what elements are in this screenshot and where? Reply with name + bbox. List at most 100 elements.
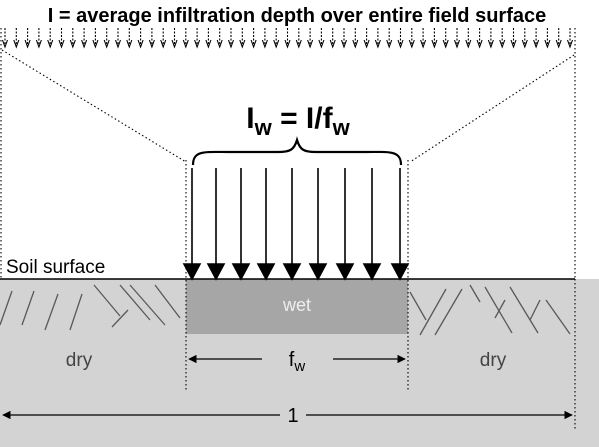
small-arrow-head xyxy=(465,39,472,49)
small-arrow-head xyxy=(137,39,144,49)
small-arrow-head xyxy=(227,39,235,49)
soil-surface-label: Soil surface xyxy=(6,257,105,278)
big-arrow-head xyxy=(390,263,410,281)
small-arrow-head xyxy=(239,39,246,49)
dry-right-label: dry xyxy=(480,350,507,371)
small-arrow-head xyxy=(205,39,212,49)
small-arrow-head xyxy=(453,39,461,49)
fw-label: fw xyxy=(289,349,306,375)
small-arrow-head xyxy=(103,39,110,49)
small-arrow-head xyxy=(182,39,189,49)
small-arrow-head xyxy=(318,39,325,49)
hatch-line xyxy=(419,288,447,336)
hatch-line xyxy=(119,284,151,321)
small-arrow-head xyxy=(499,39,506,49)
small-arrow-head xyxy=(160,39,167,49)
wet-label: wet xyxy=(282,295,311,315)
small-arrow-head xyxy=(261,39,268,49)
hatch-line xyxy=(494,299,506,319)
small-arrow-head xyxy=(408,39,415,49)
big-arrow-head xyxy=(256,263,276,281)
small-arrow-head xyxy=(273,39,280,49)
small-arrow-head xyxy=(544,39,551,49)
fw-label-main: f xyxy=(289,349,295,371)
hatch-line xyxy=(509,286,539,334)
small-arrow-head xyxy=(521,39,528,49)
field-boundaries xyxy=(0,28,576,430)
width-label: 1 xyxy=(287,405,298,427)
dry-left-label: dry xyxy=(66,350,93,371)
big-arrow-head xyxy=(231,263,251,281)
small-arrow-head xyxy=(216,39,223,49)
small-arrow-head xyxy=(35,39,42,49)
fw-label-sub: w xyxy=(293,358,305,375)
formula: Iw = I/fw xyxy=(246,102,350,140)
right-funnel-line xyxy=(409,54,575,163)
hatch-line xyxy=(93,284,121,317)
formula-lhs-sub: w xyxy=(254,115,273,140)
concentrated-arrow-row xyxy=(182,168,410,281)
hatch-line xyxy=(129,284,166,326)
big-arrow-head xyxy=(308,263,328,281)
formula-middle: = I/f xyxy=(272,102,334,135)
small-arrow-head xyxy=(510,39,517,49)
wet-zone xyxy=(186,279,408,334)
hatch-line xyxy=(409,291,427,321)
small-arrow-head xyxy=(374,39,381,49)
formula-rhs-sub: w xyxy=(332,115,351,140)
small-arrow-head xyxy=(420,39,427,49)
top-arrow-row xyxy=(1,28,574,49)
small-arrow-head xyxy=(487,39,494,49)
hatch-line xyxy=(21,290,35,326)
hatch-right xyxy=(409,284,571,336)
big-arrow-head xyxy=(362,263,382,281)
small-arrow-head xyxy=(1,39,9,49)
hatch-line xyxy=(44,293,59,331)
small-arrow-head xyxy=(24,39,31,49)
small-arrow-head xyxy=(295,39,302,49)
hatch-line xyxy=(529,299,541,321)
small-arrow-head xyxy=(352,39,359,49)
hatch-line xyxy=(69,293,83,331)
small-arrow-head xyxy=(126,39,133,49)
small-arrow-head xyxy=(69,39,76,49)
small-arrow-head xyxy=(566,39,574,49)
small-arrow-head xyxy=(363,39,370,49)
small-arrow-head xyxy=(250,39,257,49)
curly-brace xyxy=(191,136,403,166)
small-arrow-head xyxy=(533,39,540,49)
small-arrow-head xyxy=(47,39,54,49)
small-arrow-head xyxy=(92,39,99,49)
hatch-line xyxy=(154,284,181,319)
small-arrow-head xyxy=(442,39,449,49)
formula-lhs: I xyxy=(246,102,254,135)
small-arrow-head xyxy=(397,39,404,49)
small-arrow-head xyxy=(81,39,88,49)
small-arrow-head xyxy=(194,39,201,49)
hatch-line xyxy=(484,286,513,334)
left-funnel-line xyxy=(1,49,187,163)
small-arrow-head xyxy=(340,39,348,49)
small-arrow-head xyxy=(284,39,291,49)
small-arrow-head xyxy=(476,39,483,49)
small-arrow-head xyxy=(307,39,314,49)
big-arrow-head xyxy=(206,263,226,281)
hatch-line xyxy=(545,299,571,335)
hatch-left xyxy=(0,284,181,331)
small-arrow-head xyxy=(13,39,20,49)
small-arrow-head xyxy=(171,39,178,49)
top-label: I = average infiltration depth over enti… xyxy=(48,5,546,27)
hatch-line xyxy=(111,309,129,328)
big-arrow-head xyxy=(282,263,302,281)
hatch-line xyxy=(434,288,463,336)
small-arrow-head xyxy=(58,39,65,49)
small-arrow-head xyxy=(148,39,155,49)
big-arrow-head xyxy=(182,263,202,281)
small-arrow-head xyxy=(114,39,122,49)
small-arrow-head xyxy=(329,39,336,49)
big-arrow-head xyxy=(335,263,355,281)
hatch-line xyxy=(0,290,13,326)
small-arrow-head xyxy=(386,39,393,49)
